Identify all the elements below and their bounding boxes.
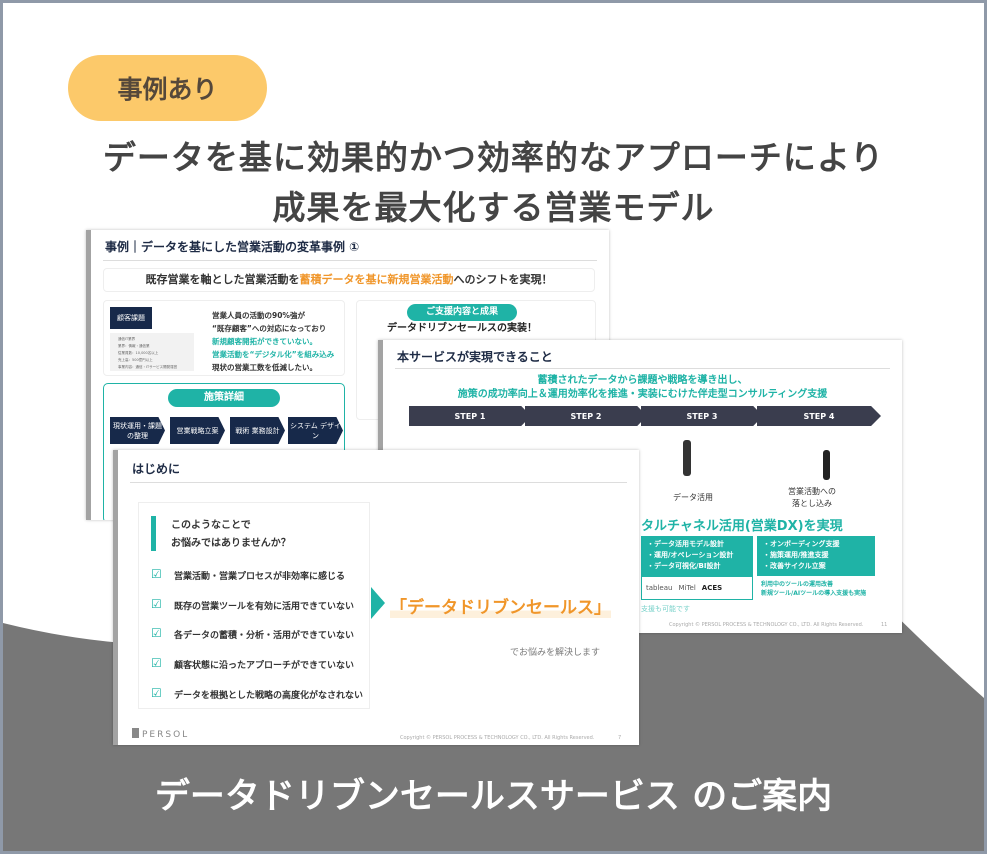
solution-sub: でお悩みを解決します: [510, 648, 601, 658]
slide-banner: 既存営業を軸とした営業活動を蓄積データを基に新規営業活動へのシフトを実現！: [103, 268, 595, 292]
step-caption: 営業活動への落とし込み: [788, 487, 836, 508]
headline-line-2: 成果を最大化する営業モデル: [272, 188, 715, 227]
solution-name: 「データドリブンセールス」: [390, 593, 611, 618]
box-left: ・データ活用モデル設計・運用/オペレーション設計・データ可視化/BI設計: [641, 536, 753, 576]
slide-title: 事例｜データを基にした営業活動の変革事例 ①: [105, 240, 360, 254]
support-label: ご支援内容と成果: [407, 304, 517, 321]
copyright: Copyright © PERSOL PROCESS & TECHNOLOGY …: [400, 735, 595, 741]
slide-title: はじめに: [132, 462, 181, 476]
footer-title: データドリブンセールスサービス のご案内: [154, 777, 833, 817]
slide-introduction: はじめに このようなことでお悩みではありませんか？ ☑ 営業活動・営業プロセスが…: [113, 450, 639, 745]
concern-item: 営業活動・営業プロセスが非効率に感じる: [174, 572, 346, 582]
support-text: データドリブンセールスの実装！: [387, 323, 537, 334]
concern-item: データを根拠とした戦略の高度化がなされない: [174, 691, 364, 701]
measures-label: 施策詳細: [168, 389, 280, 407]
step-3: STEP 3: [641, 406, 763, 426]
issue-card: 顧客課題 通信IT業界業界：情報・通信業従業員数：10,000名以上売上高：50…: [103, 300, 345, 376]
issue-label: 顧客課題: [110, 307, 152, 329]
arrow-right-icon: [371, 587, 385, 619]
slide-title: 本サービスが実現できること: [397, 350, 553, 364]
checkbox-icon: ☑: [151, 686, 162, 700]
concerns-card: このようなことでお悩みではありませんか？: [138, 502, 370, 709]
page-number: 7: [618, 735, 622, 741]
concern-item: 顧客状態に沿ったアプローチができていない: [174, 661, 355, 671]
measure-step: 現状運用・課題の整理: [110, 417, 165, 444]
measures-card: 施策詳細 現状運用・課題の整理 営業戦略立案 戦術 業務設計 システム デザイン: [103, 383, 345, 520]
box-right: ・オンボーディング支援・施策運用/推進支援・改善サイクル立案: [757, 536, 875, 576]
case-study-tag: 事例あり: [68, 55, 267, 121]
checkbox-icon: ☑: [151, 656, 162, 670]
checkbox-icon: ☑: [151, 597, 162, 611]
page-number: 11: [881, 622, 888, 628]
concern-item: 各データの蓄積・分析・活用ができていない: [174, 631, 355, 641]
slide-lead: 蓄積されたデータから課題や戦略を導き出し、施策の成功率向上＆運用効率化を推進・実…: [457, 375, 828, 400]
measure-step: 営業戦略立案: [170, 417, 225, 444]
checkbox-icon: ☑: [151, 626, 162, 640]
step-2: STEP 2: [525, 406, 647, 426]
person-illustration-icon: [683, 440, 691, 476]
issue-details: 通信IT業界業界：情報・通信業従業員数：10,000名以上売上高：500億円以上…: [110, 333, 194, 371]
checkbox-icon: ☑: [151, 567, 162, 581]
realize-heading: タルチャネル活用(営業DX)を実現: [641, 519, 843, 534]
measure-step: 戦術 業務設計: [230, 417, 285, 444]
concerns-question: このようなことでお悩みではありませんか？: [171, 520, 291, 549]
tool-note: 利用中のツールの運用改善新規ツール/AIツールの導入支援も実施: [761, 581, 867, 597]
issue-points: 営業人員の活動の90%強が“既存顧客”への対応になっており新規顧客開拓ができてい…: [212, 311, 335, 372]
person-illustration-icon: [823, 450, 830, 480]
copyright: Copyright © PERSOL PROCESS & TECHNOLOGY …: [669, 622, 864, 628]
step-caption: データ活用: [673, 493, 713, 502]
persol-logo: PERSOL: [132, 728, 189, 740]
step-1: STEP 1: [409, 406, 531, 426]
measure-step: システム デザイン: [288, 417, 343, 444]
support-note: 支援も可能です: [641, 605, 690, 613]
concern-item: 既存の営業ツールを有効に活用できていない: [174, 602, 355, 612]
step-4: STEP 4: [757, 406, 881, 426]
banner: 事例あり データを基に効果的かつ効率的なアプローチにより 成果を最大化する営業モ…: [3, 3, 984, 851]
headline-line-1: データを基に効果的かつ効率的なアプローチにより: [102, 138, 885, 177]
